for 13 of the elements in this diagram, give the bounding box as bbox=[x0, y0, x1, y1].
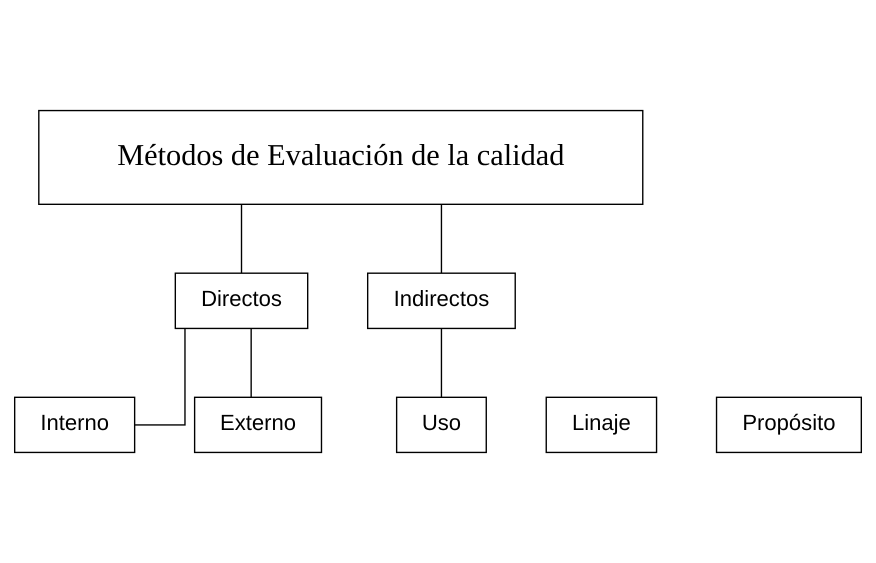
connector bbox=[240, 204, 242, 273]
node-box: Directos bbox=[174, 272, 308, 330]
node-box: Uso bbox=[396, 396, 487, 454]
node-box: Linaje bbox=[546, 396, 658, 454]
connector bbox=[440, 328, 442, 398]
connector bbox=[440, 204, 442, 273]
connector bbox=[250, 328, 252, 398]
node-box: Indirectos bbox=[366, 272, 516, 330]
node-box: Métodos de Evaluación de la calidad bbox=[38, 110, 644, 205]
node-box: Externo bbox=[194, 396, 322, 454]
node-box: Interno bbox=[14, 396, 136, 454]
connector bbox=[134, 328, 186, 426]
node-box: Propósito bbox=[716, 396, 862, 454]
